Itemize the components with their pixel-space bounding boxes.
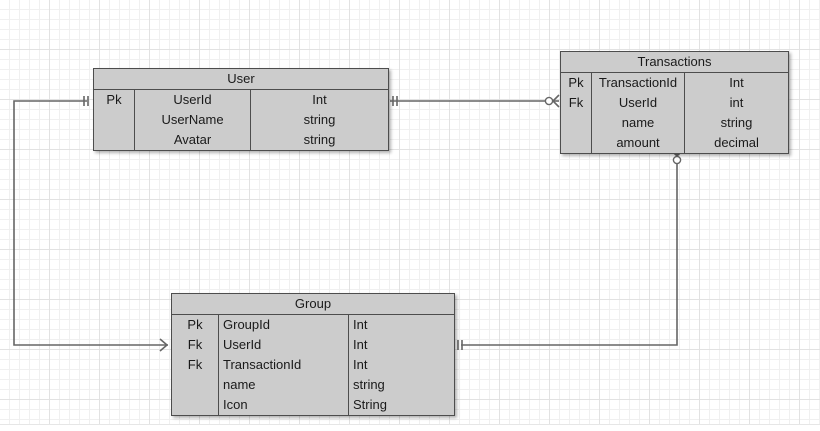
entity-group-row-4-name: Icon — [223, 397, 248, 412]
entity-transactions-body: Pk Fk TransactionId UserId name amount I… — [561, 73, 788, 153]
entity-transactions-row-3-name: amount — [616, 135, 660, 150]
entity-group[interactable]: Group Pk Fk Fk GroupId UserId Transactio… — [171, 293, 455, 416]
entity-group-row-0-key: Pk — [187, 317, 203, 332]
entity-group-row-3-key — [172, 375, 218, 395]
entity-user[interactable]: User Pk UserId UserName Avatar Int strin… — [93, 68, 389, 151]
entity-transactions-title: Transactions — [561, 52, 788, 73]
entity-group-row-0-type: Int — [353, 317, 368, 332]
entity-transactions-row-2-name: name — [621, 115, 655, 130]
entity-user-row-1-type: string — [303, 112, 336, 127]
entity-group-row-1-key: Fk — [187, 337, 203, 352]
entity-user-body: Pk UserId UserName Avatar Int string str… — [94, 90, 388, 150]
entity-transactions-row-1-type: int — [729, 95, 744, 110]
entity-group-row-2-key: Fk — [187, 357, 203, 372]
entity-transactions-type-column: Int int string decimal — [685, 73, 788, 153]
entity-transactions-name-column: TransactionId UserId name amount — [592, 73, 685, 153]
entity-group-row-1-type: Int — [353, 337, 368, 352]
entity-group-row-3-type: string — [353, 377, 385, 392]
entity-transactions[interactable]: Transactions Pk Fk TransactionId UserId … — [560, 51, 789, 154]
entity-group-name-column: GroupId UserId TransactionId name Icon — [219, 315, 349, 415]
entity-group-row-2-type: Int — [353, 357, 368, 372]
entity-transactions-row-1-key: Fk — [568, 95, 584, 110]
entity-user-name-column: UserId UserName Avatar — [135, 90, 251, 150]
entity-transactions-row-0-name: TransactionId — [598, 75, 678, 90]
entity-user-row-0-name: UserId — [173, 92, 212, 107]
relationship-group-to-transactions[interactable] — [457, 149, 684, 350]
entity-group-row-4-type: String — [353, 397, 387, 412]
relationship-group-to-user[interactable] — [13, 96, 169, 352]
entity-user-row-1-key — [94, 110, 134, 130]
entity-transactions-row-0-key: Pk — [568, 75, 584, 90]
entity-group-row-2-name: TransactionId — [223, 357, 302, 372]
entity-user-type-column: Int string string — [251, 90, 388, 150]
entity-transactions-row-2-key — [561, 113, 591, 133]
entity-transactions-row-3-type: decimal — [714, 135, 759, 150]
entity-transactions-row-2-type: string — [720, 115, 753, 130]
entity-group-row-0-name: GroupId — [223, 317, 270, 332]
entity-group-row-3-name: name — [223, 377, 256, 392]
entity-transactions-row-3-key — [561, 133, 591, 153]
entity-transactions-key-column: Pk Fk — [561, 73, 592, 153]
entity-user-row-2-name: Avatar — [173, 132, 212, 147]
entity-group-body: Pk Fk Fk GroupId UserId TransactionId na… — [172, 315, 454, 415]
entity-user-row-0-key: Pk — [106, 92, 122, 107]
entity-user-row-0-type: Int — [312, 92, 327, 107]
entity-group-row-1-name: UserId — [223, 337, 262, 352]
relationship-user-to-transactions[interactable] — [390, 94, 560, 108]
canvas-bottom-edge — [0, 424, 820, 431]
horizontal-scrollbar-track[interactable] — [0, 410, 820, 422]
entity-transactions-row-0-type: Int — [729, 75, 744, 90]
entity-user-title: User — [94, 69, 388, 90]
entity-group-type-column: Int Int Int string String — [349, 315, 454, 415]
entity-group-title: Group — [172, 294, 454, 315]
entity-user-row-1-name: UserName — [161, 112, 224, 127]
entity-transactions-row-1-name: UserId — [618, 95, 658, 110]
entity-user-row-2-key — [94, 130, 134, 150]
entity-user-key-column: Pk — [94, 90, 135, 150]
entity-user-row-2-type: string — [303, 132, 336, 147]
entity-group-key-column: Pk Fk Fk — [172, 315, 219, 415]
